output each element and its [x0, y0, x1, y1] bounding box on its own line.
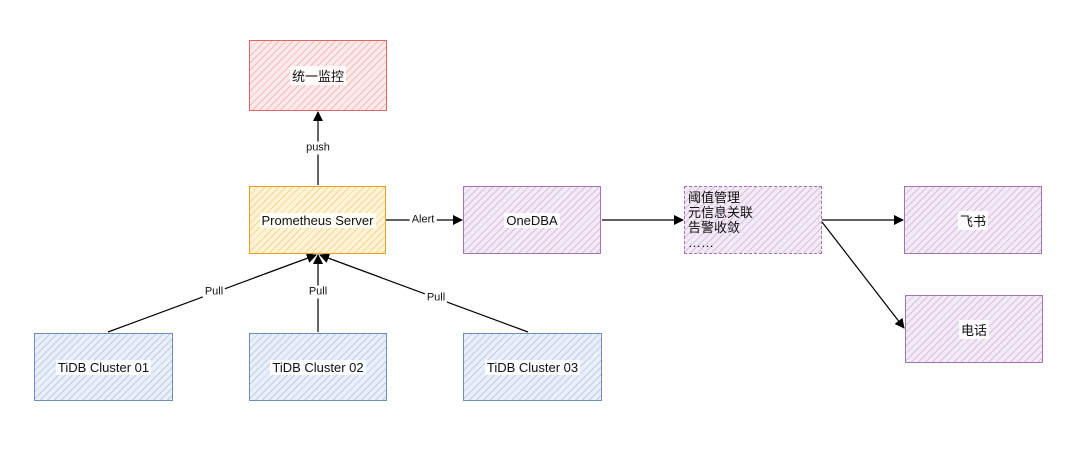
- note-ellipsis: ……: [688, 235, 714, 250]
- onedba-label: OneDBA: [504, 212, 560, 228]
- unified-monitor-label: 统一监控: [289, 66, 346, 85]
- phone-label: 电话: [958, 319, 989, 339]
- notes-to-phone-arrow: [821, 221, 905, 329]
- note-convergence: 告警收敛: [688, 220, 741, 235]
- unified-monitor-node: 统一监控: [249, 40, 387, 111]
- phone-node: 电话: [905, 295, 1043, 363]
- note-threshold: 阈值管理: [688, 190, 741, 205]
- tidb-cluster-03-node: TiDB Cluster 03: [463, 333, 602, 401]
- prometheus-server-label: Prometheus Server: [259, 212, 376, 228]
- feishu-label: 飞书: [957, 210, 988, 230]
- tidb-cluster-03-label: TiDB Cluster 03: [484, 359, 581, 375]
- push-edge-label: push: [304, 141, 332, 155]
- pull-edge-label-2: Pull: [306, 285, 330, 299]
- onedba-node: OneDBA: [463, 186, 601, 254]
- onedba-features-note: 阈值管理 元信息关联 告警收敛 ……: [684, 186, 822, 254]
- alert-edge-label: Alert: [409, 213, 437, 227]
- tidb-cluster-01-node: TiDB Cluster 01: [34, 333, 173, 401]
- note-metadata: 元信息关联: [688, 205, 754, 220]
- pull-edge-label-3: Pull: [424, 291, 448, 305]
- tidb-cluster-02-label: TiDB Cluster 02: [270, 359, 366, 375]
- tidb-cluster-01-label: TiDB Cluster 01: [55, 359, 152, 375]
- feishu-node: 飞书: [904, 186, 1042, 254]
- pull-edge-label-1: Pull: [202, 285, 226, 299]
- pull-arrow-cluster3: [319, 253, 529, 333]
- tidb-cluster-02-node: TiDB Cluster 02: [249, 333, 387, 401]
- prometheus-server-node: Prometheus Server: [249, 186, 386, 254]
